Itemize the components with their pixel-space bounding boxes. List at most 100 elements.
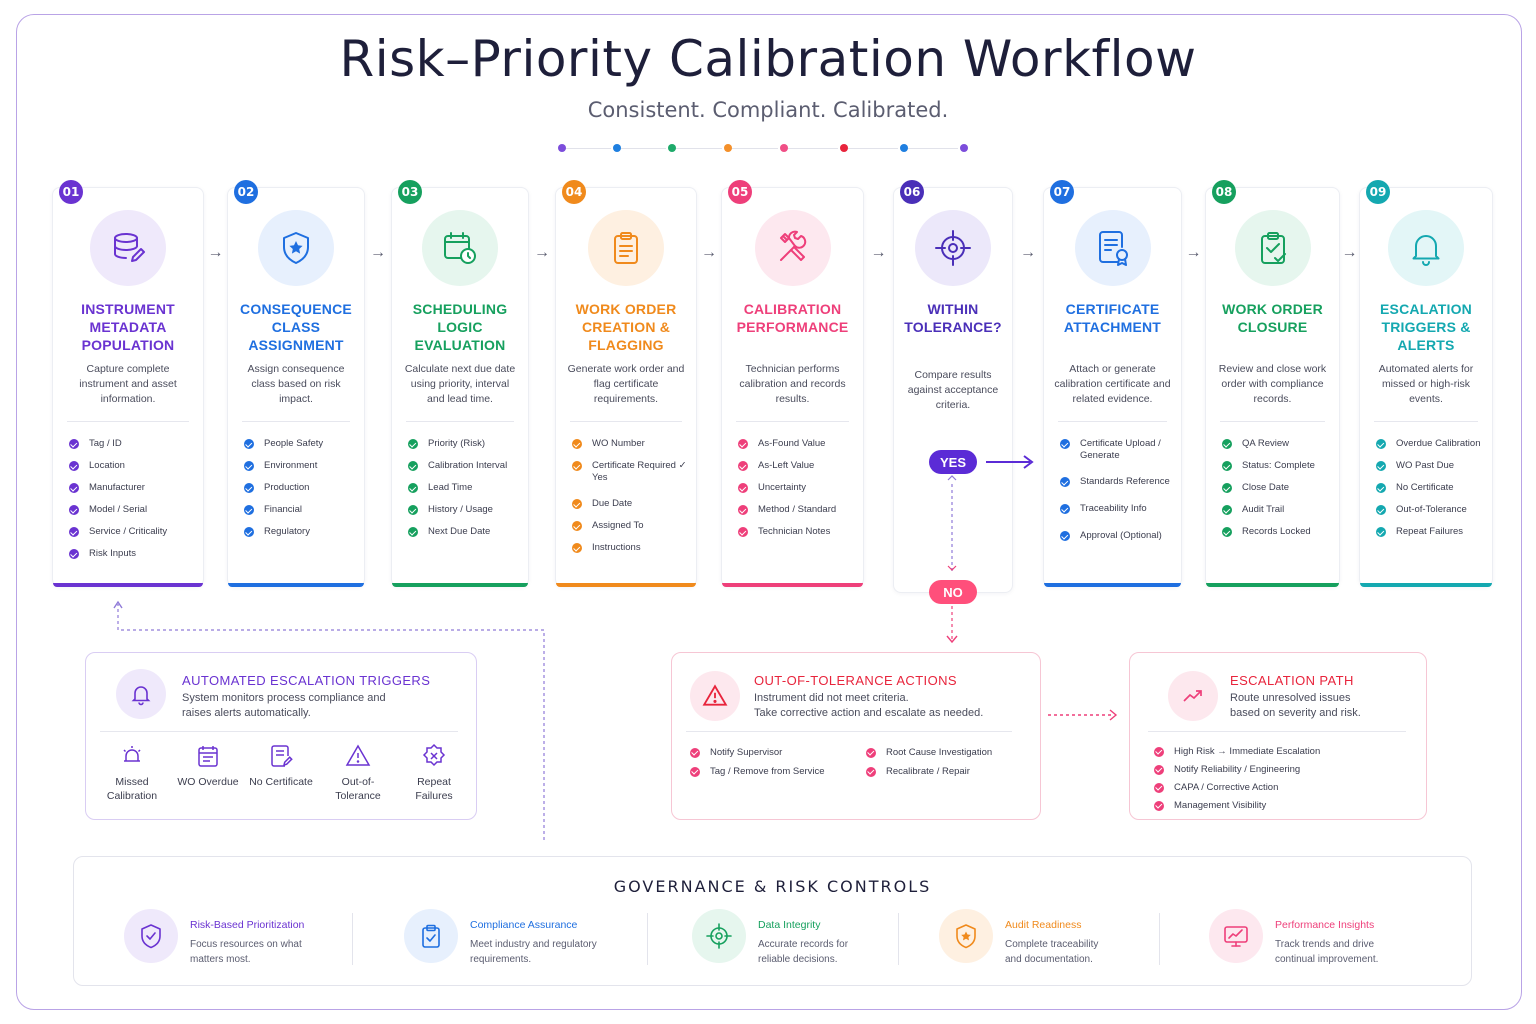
list-item: WO Past Due — [1376, 460, 1486, 472]
list-item: Manufacturer — [69, 482, 197, 494]
check-icon — [1154, 800, 1164, 811]
step-divider — [736, 421, 849, 422]
check-icon — [244, 439, 254, 449]
clipboard-icon — [588, 210, 664, 286]
step-description: Compare results against acceptance crite… — [907, 369, 999, 411]
step-number-badge: 02 — [234, 180, 258, 204]
check-icon — [1376, 527, 1386, 537]
list-item: Notify Reliability / Engineering — [1154, 764, 1320, 775]
dot-connector — [906, 148, 958, 149]
step-title: CONSEQUENCE CLASS ASSIGNMENT — [240, 301, 352, 353]
oot-desc-1: Instrument did not meet criteria. — [754, 692, 909, 704]
step-title: CERTIFICATE ATTACHMENT — [1063, 301, 1162, 335]
check-icon — [244, 505, 254, 515]
list-item: Calibration Interval — [408, 460, 522, 472]
monitor-chart-icon — [1209, 909, 1263, 963]
check-icon — [1376, 461, 1386, 471]
step-title: SCHEDULING LOGIC EVALUATION — [412, 301, 508, 353]
list-item: Lead Time — [408, 482, 522, 494]
panel-divider — [1148, 731, 1406, 732]
trigger-label: Missed Calibration — [106, 776, 158, 802]
list-item: Service / Criticality — [69, 526, 197, 538]
flow-arrow-icon: → — [1341, 244, 1358, 261]
step-accent-bar — [392, 583, 528, 587]
list-item: Instructions — [572, 542, 690, 554]
list-item: Environment — [244, 460, 358, 472]
trigger-5: Repeat Failures — [402, 743, 466, 803]
panel-divider — [686, 731, 1012, 732]
step-divider — [1220, 421, 1325, 422]
step-number-badge: 05 — [728, 180, 752, 204]
trend-up-icon — [1168, 671, 1218, 721]
list-item: Certificate Required ✓ Yes — [572, 460, 690, 484]
step-divider — [1058, 421, 1167, 422]
flow-arrow-icon: → — [1020, 244, 1036, 261]
calendar-clock-icon — [422, 210, 498, 286]
step-divider — [242, 421, 350, 422]
check-icon — [1376, 483, 1386, 493]
check-icon — [408, 483, 418, 493]
list-item: Tag / Remove from Service — [690, 766, 825, 777]
bell-icon — [1388, 210, 1464, 286]
governance-title: GOVERNANCE & RISK CONTROLS — [613, 877, 932, 896]
tools-icon — [754, 210, 831, 286]
warning-icon — [690, 671, 740, 721]
escalation-path-desc: Route unresolved issues based on severit… — [1230, 692, 1361, 719]
return-dashed-line — [117, 604, 545, 840]
check-icon — [244, 483, 254, 493]
check-icon — [69, 549, 79, 559]
step-description: Review and close work order with complia… — [1218, 363, 1327, 405]
check-icon — [1154, 764, 1164, 775]
progress-dot — [960, 144, 968, 152]
clipboard-check-icon — [1234, 210, 1311, 286]
check-icon — [1222, 505, 1232, 515]
step-divider — [1374, 421, 1478, 422]
alarm-icon — [123, 746, 141, 762]
check-icon — [738, 461, 748, 471]
check-icon — [572, 439, 582, 449]
check-icon — [69, 505, 79, 515]
governance-separator — [352, 913, 353, 965]
check-icon — [408, 527, 418, 537]
step-title: WORK ORDER CLOSURE — [1222, 301, 1323, 335]
check-icon — [738, 505, 748, 515]
check-icon — [1060, 477, 1070, 487]
flow-arrow-icon: → — [1185, 244, 1202, 261]
governance-separator — [1159, 913, 1160, 965]
check-icon — [1154, 746, 1164, 757]
governance-item-title: Performance Insights — [1275, 919, 1375, 931]
panel-divider — [100, 731, 458, 732]
list-item: Model / Serial — [69, 504, 197, 516]
target-icon — [692, 909, 746, 963]
check-icon — [244, 461, 254, 471]
trigger-label: Repeat Failures — [415, 776, 453, 802]
list-item: Financial — [244, 504, 358, 516]
step-divider — [406, 421, 514, 422]
check-icon — [69, 461, 79, 471]
trigger-label: No Certificate — [249, 776, 313, 788]
step-accent-bar — [53, 583, 203, 587]
list-item: Regulatory — [244, 526, 358, 538]
check-icon — [572, 499, 582, 509]
check-icon — [572, 461, 582, 471]
list-item: Priority (Risk) — [408, 438, 522, 450]
progress-dot — [613, 144, 621, 152]
out-of-tolerance-panel: OUT-OF-TOLERANCE ACTIONS Instrument did … — [671, 652, 1041, 820]
escalation-path-title: ESCALATION PATH — [1230, 673, 1354, 688]
flow-arrow-icon: → — [701, 244, 717, 261]
step-title: ESCALATION TRIGGERS & ALERTS — [1380, 301, 1472, 353]
automated-escalation-panel: AUTOMATED ESCALATION TRIGGERS System mon… — [85, 652, 477, 820]
list-item: Uncertainty — [738, 482, 857, 494]
step-title: INSTRUMENT METADATA POPULATION — [81, 301, 175, 353]
list-item: Traceability Info — [1060, 503, 1175, 515]
list-item: Production — [244, 482, 358, 494]
